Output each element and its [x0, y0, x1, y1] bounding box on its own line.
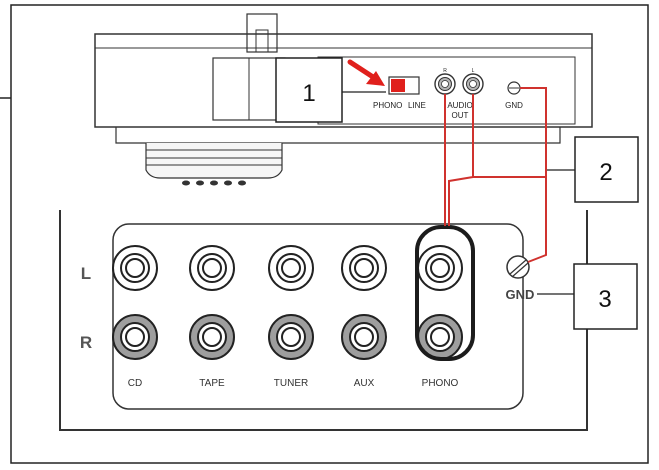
- jack-tuner-r[interactable]: [268, 314, 314, 360]
- jack-tuner-l[interactable]: [268, 245, 314, 291]
- amplifier-jacks: CD TAPE TUNER AUX PHONO: [112, 245, 463, 389]
- callout-3: 3: [537, 263, 638, 330]
- jack-tape-r[interactable]: [189, 314, 235, 360]
- phono-line-switch[interactable]: [388, 76, 420, 95]
- audio-out-r-jack: [434, 73, 456, 95]
- jack-phono-l[interactable]: [417, 245, 463, 291]
- turntable-gnd-screw-icon: [507, 81, 521, 95]
- audio-cable: [444, 94, 547, 226]
- callout-3-number: 3: [598, 286, 611, 313]
- jack-aux-r[interactable]: [341, 314, 387, 360]
- audio-out-r-label: R: [443, 68, 447, 74]
- input-label-phono: PHONO: [422, 378, 459, 389]
- ground-wire: [520, 87, 547, 263]
- audio-out-label-line2: OUT: [452, 111, 469, 120]
- input-label-cd: CD: [128, 378, 142, 389]
- row-label-l: L: [81, 264, 91, 283]
- jack-cd-r[interactable]: [112, 314, 158, 360]
- jack-aux-l[interactable]: [341, 245, 387, 291]
- phono-highlight: [415, 225, 475, 361]
- switch-label-phono: PHONO: [373, 101, 402, 110]
- audio-out-label-line1: AUDIO: [447, 101, 472, 110]
- row-label-r: R: [80, 333, 92, 352]
- input-label-tuner: TUNER: [274, 378, 308, 389]
- callout-2-number: 2: [599, 159, 612, 186]
- switch-label-line: LINE: [408, 101, 426, 110]
- audio-out-l-label: L: [472, 68, 475, 74]
- callout-1: 1: [0, 57, 386, 123]
- audio-out-l-jack: [462, 73, 484, 95]
- jack-tape-l[interactable]: [189, 245, 235, 291]
- amplifier-gnd-screw-icon[interactable]: [506, 255, 530, 279]
- amplifier-gnd-label: GND: [506, 287, 535, 302]
- jack-cd-l[interactable]: [112, 245, 158, 291]
- red-arrow-icon: [347, 59, 385, 86]
- input-label-aux: AUX: [354, 378, 375, 389]
- callout-1-number: 1: [302, 80, 315, 107]
- jack-phono-r[interactable]: [417, 314, 463, 360]
- turntable-gnd-label: GND: [505, 101, 523, 110]
- input-label-tape: TAPE: [199, 378, 225, 389]
- turntable: [94, 13, 593, 186]
- outer-frame: [10, 4, 649, 464]
- callout-2: 2: [547, 136, 639, 203]
